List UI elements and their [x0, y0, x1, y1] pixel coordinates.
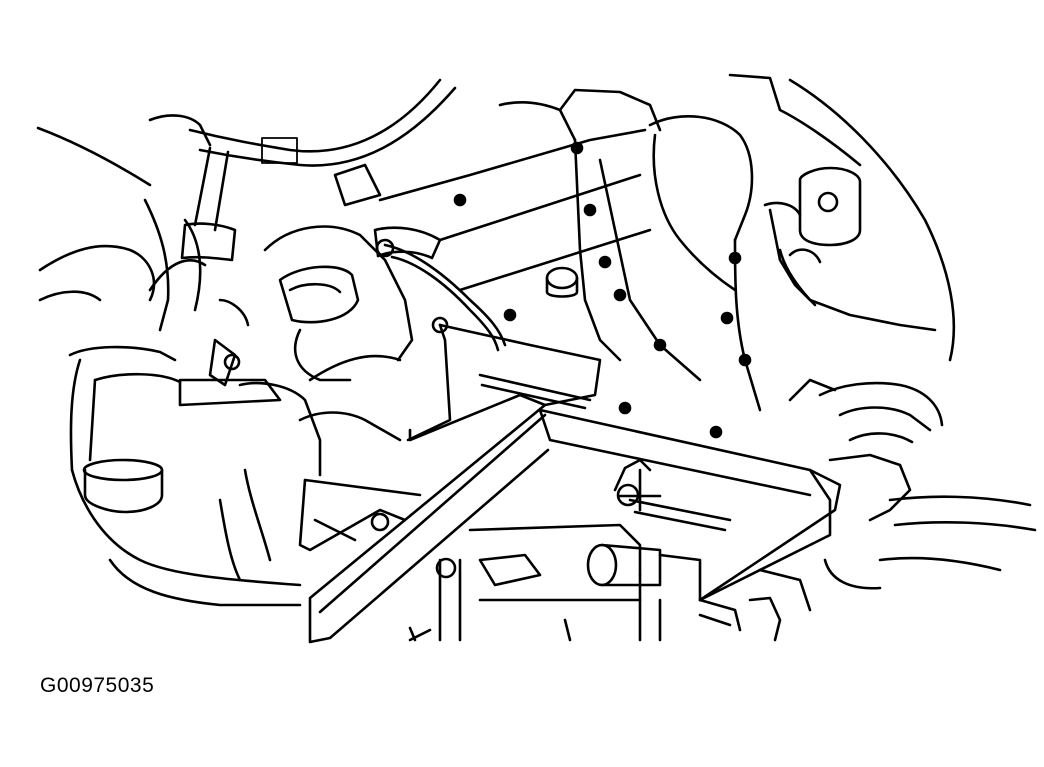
holding-plate: [308, 403, 842, 644]
lower-subframe: [408, 523, 882, 642]
sensor-bracket: [178, 298, 282, 407]
dipstick-tube: [375, 238, 507, 352]
right-mount-bushing: [728, 73, 956, 362]
exhaust-manifold: [238, 163, 442, 477]
figure-code-label: G00975035: [40, 674, 155, 697]
cylinder-head: [378, 88, 762, 439]
support-bracket: [298, 316, 602, 552]
left-engine-mount: [82, 372, 182, 514]
left-engine-block: [36, 114, 302, 607]
upper-hose: [148, 78, 457, 292]
drive-shaft: [788, 378, 1037, 572]
